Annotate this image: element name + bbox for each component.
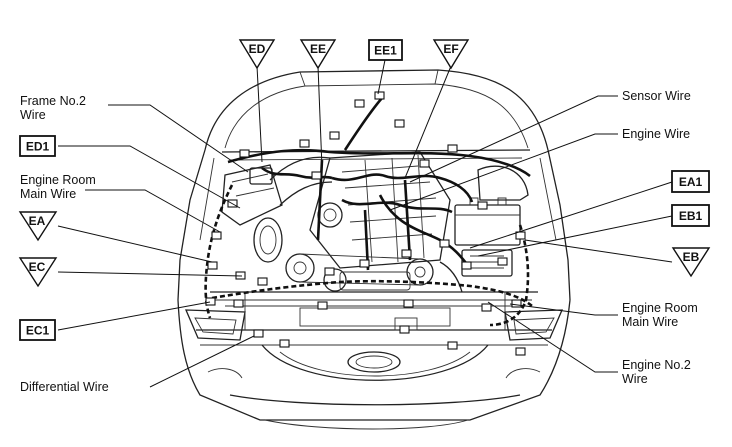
engine-no2-wire-label-line2: Wire (622, 372, 648, 386)
tag-EA1: EA1 (671, 170, 710, 193)
tag-ED1: ED1 (19, 135, 56, 157)
connector-markers (205, 91, 526, 356)
frame-no2-wire-label-line2: Wire (20, 108, 46, 122)
differential-wire-label: Differential Wire (20, 380, 109, 394)
tag-EB1: EB1 (671, 204, 710, 227)
leader-lines (57, 59, 673, 388)
tag-EE1: EE1 (368, 39, 403, 61)
tag-EB-label: EB (683, 250, 700, 264)
engine-room-main-wire-left-line2: Main Wire (20, 187, 76, 201)
tag-EE1-label: EE1 (374, 44, 397, 58)
tag-EE: EE (299, 39, 337, 70)
tag-ED: ED (238, 39, 276, 70)
tag-EA: EA (18, 211, 58, 242)
engine-room-main-wire-right-line1: Engine Room (622, 301, 698, 315)
tag-ED-label: ED (249, 42, 266, 56)
tag-ED1-label: ED1 (26, 140, 50, 154)
engine-room-main-wire-right-line2: Main Wire (622, 315, 678, 329)
tag-EB1-label: EB1 (679, 209, 703, 223)
tag-EC1: EC1 (19, 319, 56, 341)
tag-EC1-label: EC1 (26, 324, 50, 338)
engine-wire-label: Engine Wire (622, 127, 690, 141)
tag-EF-label: EF (443, 42, 458, 56)
wire-labels: Frame No.2 Wire Engine Room Main Wire Di… (20, 89, 698, 394)
tag-EC-label: EC (29, 260, 46, 274)
tag-EA1-label: EA1 (679, 175, 703, 189)
tag-EA-label: EA (29, 214, 46, 228)
tag-EF: EF (432, 39, 470, 70)
engine-room-main-wire-left-line1: Engine Room (20, 173, 96, 187)
engine-components (221, 151, 529, 331)
sensor-wire-label: Sensor Wire (622, 89, 691, 103)
frame-no2-wire-label-line1: Frame No.2 (20, 94, 86, 108)
engine-no2-wire-label-line1: Engine No.2 (622, 358, 691, 372)
tag-EC: EC (18, 257, 58, 288)
tag-EB: EB (671, 247, 711, 278)
tag-EE-label: EE (310, 42, 326, 56)
